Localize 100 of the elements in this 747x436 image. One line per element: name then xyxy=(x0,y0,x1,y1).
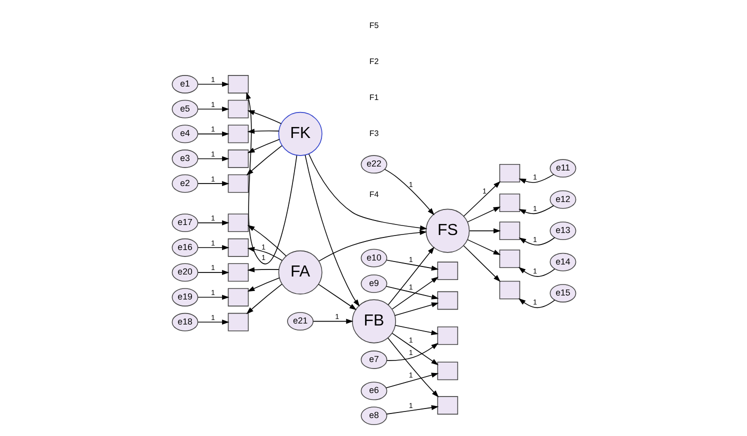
edge-label: 1 xyxy=(408,400,412,410)
node-box xyxy=(227,312,248,332)
edge-label: 1 xyxy=(532,266,536,276)
arrow xyxy=(384,168,434,216)
arrow xyxy=(246,284,282,314)
arrow xyxy=(385,372,438,388)
edge-label: 1 xyxy=(532,298,536,307)
node-ellipse: e3 xyxy=(171,150,198,168)
node-ellipse: e8 xyxy=(360,406,387,425)
node-ellipse: e2 xyxy=(171,174,198,193)
node-box xyxy=(227,150,248,168)
node-circle: FA xyxy=(278,250,322,294)
node-box xyxy=(498,222,520,240)
arrow xyxy=(518,298,555,308)
node-ellipse: e1 xyxy=(171,75,198,94)
node-box xyxy=(436,291,458,310)
arrow xyxy=(466,206,500,222)
arrow xyxy=(312,318,353,324)
edge-label: 1 xyxy=(408,180,412,189)
node-box xyxy=(498,250,520,268)
edge-label: 1 xyxy=(532,172,536,182)
edge-label: 1 xyxy=(210,75,215,84)
node-ellipse: e4 xyxy=(171,124,198,144)
node-box xyxy=(227,288,248,306)
edge-label: 1 xyxy=(260,252,265,262)
arrow xyxy=(391,276,438,310)
node-box xyxy=(227,124,248,144)
arrow xyxy=(246,246,282,261)
node-box xyxy=(227,100,248,118)
edge-label: 1 xyxy=(482,186,486,196)
arrow xyxy=(391,332,438,366)
arrow xyxy=(518,237,555,246)
arrow xyxy=(462,245,500,282)
node-ellipse: e18 xyxy=(171,312,198,332)
node-ellipse: e11 xyxy=(549,159,576,178)
edge-label: 1 xyxy=(260,242,265,252)
node-ellipse: e19 xyxy=(171,288,198,306)
node-ellipse: e12 xyxy=(549,190,576,209)
arrow xyxy=(518,205,554,214)
edge-label: 1 xyxy=(210,312,215,322)
arrow xyxy=(387,338,438,398)
edge-label: 1 xyxy=(210,124,215,134)
node-ellipse: e10 xyxy=(360,248,387,268)
node-box xyxy=(227,238,248,257)
arrow xyxy=(197,220,229,226)
edge-label: 1 xyxy=(334,312,339,322)
arrow xyxy=(304,154,360,307)
node-ellipse: e16 xyxy=(171,238,198,257)
node-box xyxy=(436,262,458,280)
arrow xyxy=(246,138,280,154)
edge-label: 1 xyxy=(408,282,412,292)
node-ellipse: e20 xyxy=(171,263,198,282)
arrow xyxy=(466,239,500,255)
edge-label: 1 xyxy=(210,214,215,223)
arrow xyxy=(246,267,279,272)
edge-label: 1 xyxy=(408,255,412,264)
node-box xyxy=(436,326,458,345)
node-ellipse: e21 xyxy=(286,312,314,330)
arrow xyxy=(386,260,438,271)
edge-label: 1 xyxy=(210,288,215,298)
edge-label: 1 xyxy=(532,235,536,244)
arrow xyxy=(318,230,426,262)
label: F1 xyxy=(368,92,378,102)
node-box xyxy=(436,362,458,380)
arrow xyxy=(197,156,229,162)
edge-label: 1 xyxy=(408,370,412,380)
arrow xyxy=(197,181,229,186)
arrow xyxy=(394,325,438,336)
node-ellipse: e22 xyxy=(360,155,387,174)
node-ellipse: e9 xyxy=(360,274,387,293)
node-ellipse: e5 xyxy=(171,100,198,118)
label: F2 xyxy=(368,56,378,66)
node-box xyxy=(227,174,248,193)
arrow xyxy=(318,284,356,310)
arrow xyxy=(197,245,229,250)
arrow xyxy=(197,270,229,275)
arrow xyxy=(197,131,229,136)
node-ellipse: e14 xyxy=(549,252,576,272)
arrow xyxy=(386,405,438,414)
node-box xyxy=(498,194,520,212)
arrow xyxy=(394,302,438,316)
edge-label: 1 xyxy=(408,335,412,344)
node-ellipse: e13 xyxy=(549,222,576,240)
arrow xyxy=(385,286,438,300)
label: F4 xyxy=(368,190,378,199)
node-circle: FK xyxy=(278,112,322,156)
arrow xyxy=(197,320,229,325)
arrow xyxy=(386,342,438,361)
node-ellipse: e15 xyxy=(549,284,576,302)
node-box xyxy=(498,164,520,182)
arrow xyxy=(197,82,229,87)
node-box xyxy=(436,396,458,415)
edge-label: 1 xyxy=(532,204,536,213)
node-box xyxy=(227,263,248,282)
arrow xyxy=(197,106,229,112)
label: F5 xyxy=(368,20,378,30)
arrow xyxy=(518,174,554,184)
label: F3 xyxy=(368,128,378,138)
arrow xyxy=(468,228,500,234)
edge-label: 1 xyxy=(408,348,412,358)
